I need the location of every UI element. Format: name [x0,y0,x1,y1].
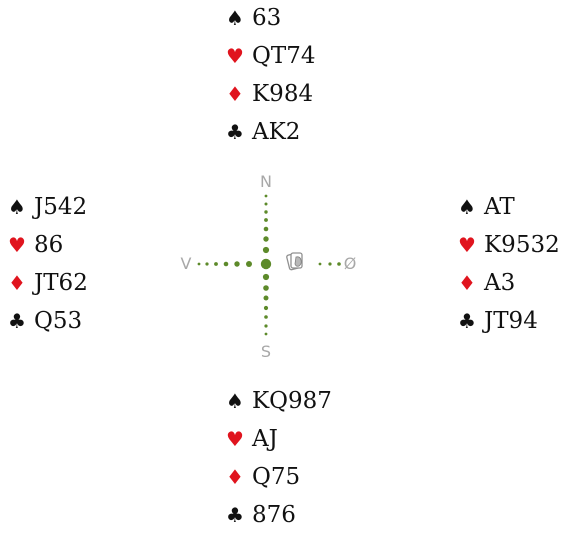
west-hand: ♠ J542 ♥ 86 ♦ JT62 ♣ Q53 [8,188,88,340]
heart-icon: ♥ [226,44,244,68]
south-spades-cards: KQ987 [252,388,332,414]
diamond-icon: ♦ [226,82,244,106]
east-hearts-row: ♥ K9532 [458,226,560,264]
compass-north-label: N [260,172,272,191]
compass-west-label: V [181,254,192,273]
hand-cards-icon [286,252,303,271]
east-clubs-cards: JT94 [484,308,538,334]
east-clubs-row: ♣ JT94 [458,302,560,340]
heart-icon: ♥ [8,233,26,257]
compass-dot [197,262,201,266]
compass-dot [264,202,268,206]
diamond-icon: ♦ [8,271,26,295]
north-spades-cards: 63 [252,5,282,31]
compass-dot [246,261,252,267]
compass-dot [262,246,270,254]
compass-dot [264,194,268,198]
east-hand: ♠ AT ♥ K9532 ♦ A3 ♣ JT94 [458,188,560,340]
east-diamonds-cards: A3 [484,270,516,296]
north-hearts-cards: QT74 [252,43,316,69]
south-diamonds-cards: Q75 [252,464,301,490]
club-icon: ♣ [8,309,26,333]
west-diamonds-row: ♦ JT62 [8,264,88,302]
compass-dot [214,262,218,266]
west-spades-cards: J542 [34,194,88,220]
compass-dot [260,258,272,270]
diamond-icon: ♦ [458,271,476,295]
south-clubs-row: ♣ 876 [226,496,332,534]
east-diamonds-row: ♦ A3 [458,264,560,302]
south-diamonds-row: ♦ Q75 [226,458,332,496]
west-hearts-cards: 86 [34,232,64,258]
spade-icon: ♠ [8,195,26,219]
west-hearts-row: ♥ 86 [8,226,88,264]
compass-dot [328,262,332,266]
club-icon: ♣ [458,309,476,333]
heart-icon: ♥ [458,233,476,257]
compass-dot [263,295,269,301]
north-hand: ♠ 63 ♥ QT74 ♦ K984 ♣ AK2 [226,0,315,151]
south-hand: ♠ KQ987 ♥ AJ ♦ Q75 ♣ 876 [226,382,332,534]
north-clubs-cards: AK2 [252,119,301,145]
compass-east-label: Ø [344,254,357,273]
compass-dot [262,273,270,281]
club-icon: ♣ [226,120,244,144]
compass-dot [263,236,269,242]
compass-dot [263,226,269,232]
club-icon: ♣ [226,503,244,527]
north-spades-row: ♠ 63 [226,0,315,37]
spade-icon: ♠ [226,389,244,413]
compass-dot [263,305,269,311]
compass-dot [337,262,341,266]
east-spades-cards: AT [484,194,515,220]
compass-dots [197,194,341,336]
compass-dot [234,261,240,267]
spade-icon: ♠ [458,195,476,219]
compass-dot [264,210,268,214]
compass-dot [264,315,268,319]
west-diamonds-cards: JT62 [34,270,88,296]
north-diamonds-cards: K984 [252,81,314,107]
west-clubs-row: ♣ Q53 [8,302,88,340]
compass-dot [223,261,229,267]
compass-dot [205,262,209,266]
compass-dot [264,218,268,222]
south-clubs-cards: 876 [252,502,296,528]
east-hearts-cards: K9532 [484,232,560,258]
west-spades-row: ♠ J542 [8,188,88,226]
compass-south-label: S [261,342,271,361]
north-diamonds-row: ♦ K984 [226,75,315,113]
compass-dot [263,285,269,291]
west-clubs-cards: Q53 [34,308,83,334]
compass-dot [318,262,322,266]
diamond-icon: ♦ [226,465,244,489]
north-clubs-row: ♣ AK2 [226,113,315,151]
compass-dot [264,332,268,336]
south-hearts-row: ♥ AJ [226,420,332,458]
spade-icon: ♠ [226,6,244,30]
east-spades-row: ♠ AT [458,188,560,226]
compass-dot [264,324,268,328]
south-hearts-cards: AJ [252,426,278,452]
south-spades-row: ♠ KQ987 [226,382,332,420]
north-hearts-row: ♥ QT74 [226,37,315,75]
heart-icon: ♥ [226,427,244,451]
